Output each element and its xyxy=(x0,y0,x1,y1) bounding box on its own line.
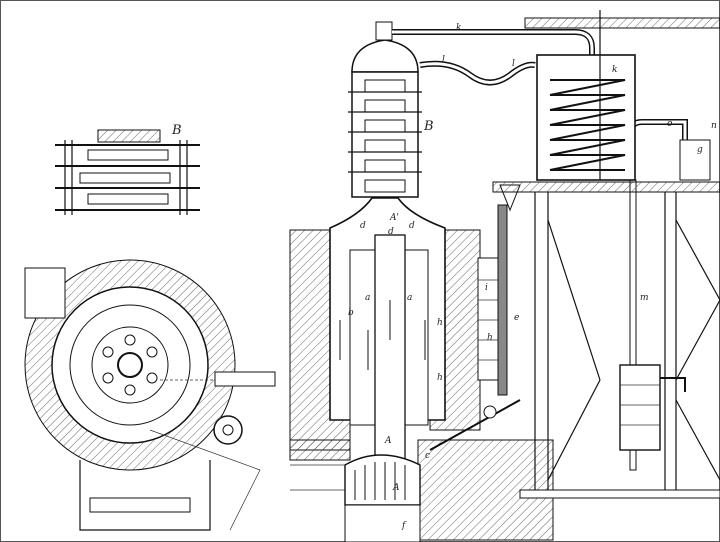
label-h-inner: h xyxy=(437,318,443,328)
plan-view xyxy=(24,259,276,531)
label-h-inner-2: h xyxy=(437,373,443,383)
label-a-grate: A xyxy=(392,483,400,493)
label-k-coil: k xyxy=(612,65,617,75)
label-n: n xyxy=(711,121,717,131)
label-k-pipe: k xyxy=(456,23,461,33)
label-a-right: a xyxy=(407,293,412,303)
boiler xyxy=(329,184,521,542)
label-i: i xyxy=(485,283,488,293)
label-g: g xyxy=(697,145,703,155)
condenser xyxy=(536,10,711,181)
detail-figure-b: B xyxy=(55,123,200,215)
label-o: o xyxy=(667,119,673,129)
label-b-column: B xyxy=(423,119,434,134)
label-l-pipe-2: l xyxy=(512,59,515,69)
label-f: f xyxy=(401,521,407,531)
label-m: m xyxy=(640,293,649,303)
label-e: e xyxy=(514,313,519,323)
label-a-lower: A xyxy=(384,436,392,446)
label-l-pipe: l xyxy=(442,55,445,65)
label-a-prime: A' xyxy=(389,213,399,223)
scaffolding xyxy=(492,17,720,499)
label-h-gauge: h xyxy=(487,333,493,343)
label-c: c xyxy=(425,451,430,461)
label-a-left: a xyxy=(365,293,370,303)
label-b: b xyxy=(348,308,354,318)
labels: k l l k o n g A' d d d a a b h h i h e m… xyxy=(348,23,717,531)
rectifying-column: B xyxy=(348,21,434,198)
label-d-neck: d xyxy=(388,227,394,237)
label-d-right: d xyxy=(409,221,415,231)
label-d-left: d xyxy=(360,221,366,231)
label-b-detail: B xyxy=(171,123,182,138)
